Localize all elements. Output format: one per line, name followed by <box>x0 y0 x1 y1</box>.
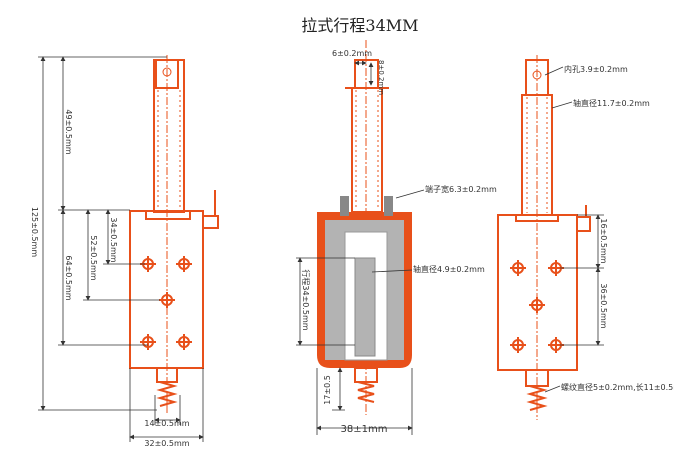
dim-pin: 6±0.2mm <box>332 49 372 58</box>
label-thread: 螺纹直径5±0.2mm,长11±0.5mm <box>561 382 674 392</box>
dim-width: 32±0.5mm <box>144 439 189 448</box>
label-shaft: 轴直径4.9±0.2mm <box>413 264 485 274</box>
dim-stroke: 行程34±0.5mm <box>301 269 311 330</box>
label-terminal: 端子宽6.3±0.2mm <box>425 184 497 194</box>
dim-64: 64±0.5mm <box>64 255 73 300</box>
dim-rod: 49±0.5mm <box>64 109 73 154</box>
mounting-holes <box>510 260 564 353</box>
dim-36: 36±0.5mm <box>599 283 608 328</box>
mounting-holes <box>140 256 192 350</box>
label-hole: 内孔3.9±0.2mm <box>564 64 628 74</box>
dim-nut: 14±0.5mm <box>144 419 189 428</box>
right-view: 内孔3.9±0.2mm 轴直径11.7±0.2mm 螺纹直径5±0.2mm,长1… <box>497 55 674 420</box>
label-shaft: 轴直径11.7±0.2mm <box>573 98 650 108</box>
dim-overall: 125±0.5mm <box>30 207 39 257</box>
dim-width: 38±1mm <box>341 424 388 435</box>
drawing-title: 拉式行程34MM <box>301 16 418 35</box>
left-view: 125±0.5mm 49±0.5mm 64±0.5mm 52±0.5mm 34±… <box>30 55 219 448</box>
dim-pin-height: 8±0.2mm <box>377 60 385 95</box>
middle-view: 6±0.2mm 8±0.2mm 端子宽6.3±0.2mm 轴直径4.9±0.2m… <box>296 40 497 435</box>
dim-17: 17±0.5 <box>323 375 332 405</box>
dim-16: 16±0.5mm <box>599 218 608 263</box>
dim-52: 52±0.5mm <box>89 235 98 280</box>
dim-34: 34±0.5mm <box>109 217 118 262</box>
